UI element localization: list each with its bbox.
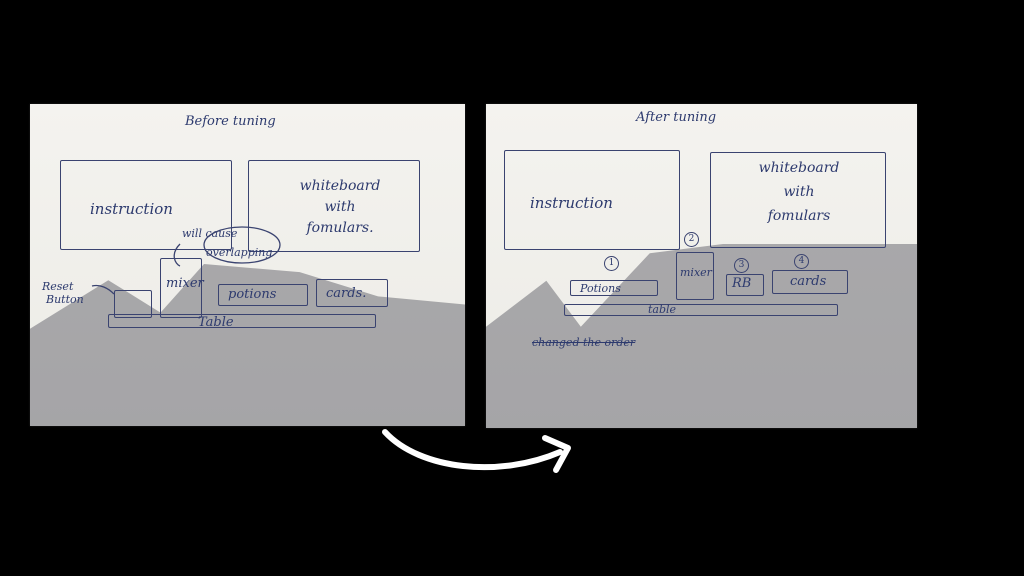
- order-note: changed the order: [532, 336, 636, 349]
- before-title: Before tuning: [185, 114, 276, 129]
- after-title: After tuning: [636, 110, 717, 125]
- arrow-head: [542, 435, 571, 473]
- table-label: Table: [198, 315, 234, 330]
- potions-box: [218, 284, 308, 306]
- arrow-curve: [382, 429, 563, 471]
- whiteboard-line-3: fomulars.: [306, 220, 374, 236]
- potions-label: Potions: [580, 282, 621, 295]
- cards-box: [316, 279, 388, 307]
- whiteboard-box: [248, 160, 420, 252]
- whiteboard-line-2: with: [324, 199, 356, 215]
- before-annotations: [91, 226, 281, 295]
- whiteboard-line-2: with: [783, 184, 815, 200]
- whiteboard-label: whiteboard with fomulars: [734, 156, 864, 228]
- order-mark-3: 3: [734, 258, 749, 273]
- cards-box: [772, 270, 848, 294]
- order-mark-2: 2: [684, 232, 699, 247]
- overlap-note-1: will cause: [182, 227, 238, 240]
- instruction-label: instruction: [90, 200, 173, 218]
- reset-label-2: Button: [46, 293, 84, 306]
- whiteboard-label: whiteboard with fomulars.: [270, 174, 410, 240]
- instruction-box: [60, 160, 232, 250]
- whiteboard-line-3: fomulars: [767, 208, 831, 224]
- whiteboard-line-1: whiteboard: [758, 160, 840, 176]
- overlap-arrow: [173, 243, 181, 267]
- cards-label: cards: [790, 274, 827, 289]
- reset-label-1: Reset: [42, 280, 74, 293]
- table-label: table: [648, 303, 677, 316]
- mixer-label: mixer: [166, 276, 204, 291]
- mixer-box: [676, 252, 714, 300]
- reset-button-box: [114, 290, 152, 318]
- table-box: [108, 314, 376, 328]
- mixer-box: [160, 258, 202, 318]
- order-mark-4: 4: [794, 254, 809, 269]
- whiteboard-line-1: whiteboard: [299, 178, 381, 194]
- overlap-note-2: overlapping: [206, 246, 273, 259]
- reset-arrow: [91, 284, 115, 295]
- potions-label: potions: [228, 287, 277, 302]
- cards-label: cards.: [326, 286, 367, 301]
- order-mark-1: 1: [604, 256, 619, 271]
- whiteboard-box: [710, 152, 886, 248]
- potions-box: [570, 280, 658, 296]
- table-box: [564, 304, 838, 316]
- mixer-label: mixer: [680, 266, 712, 279]
- instruction-box: [504, 150, 680, 250]
- rb-label: RB: [732, 276, 752, 291]
- overlap-circle: [203, 226, 281, 264]
- instruction-label: instruction: [530, 194, 613, 212]
- rb-box: [726, 274, 764, 296]
